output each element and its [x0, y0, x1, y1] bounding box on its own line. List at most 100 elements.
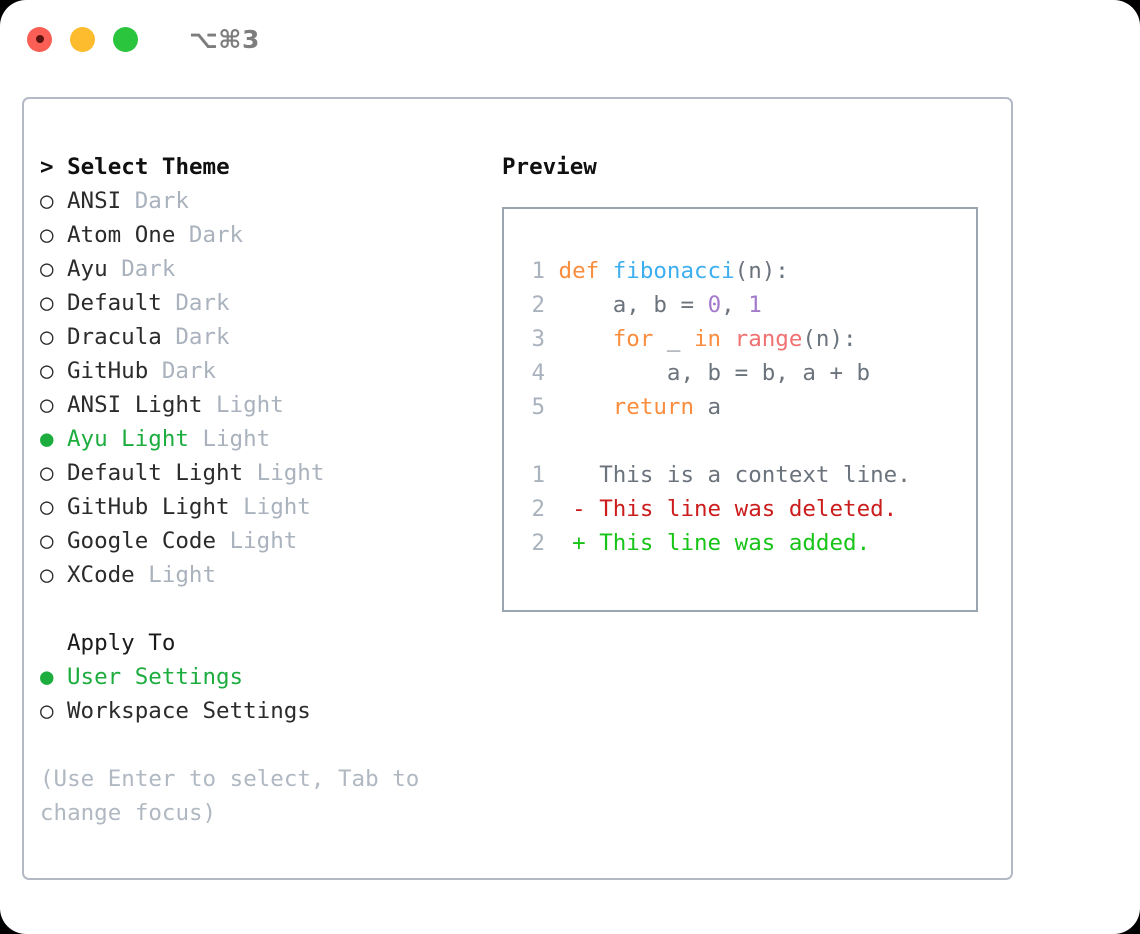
maximize-button[interactable] — [113, 26, 138, 52]
theme-option-label: Default — [67, 290, 162, 316]
theme-variant-label: Light — [229, 528, 298, 554]
theme-option-github-light[interactable]: ○GitHub Light Light — [40, 490, 470, 524]
theme-option-label: Atom One — [67, 222, 176, 248]
radio-unselected-icon: ○ — [40, 256, 54, 282]
theme-option-google-code[interactable]: ○Google Code Light — [40, 524, 470, 558]
theme-option-dracula[interactable]: ○ Dracula Dark — [40, 320, 470, 354]
theme-variant-label: Dark — [188, 222, 244, 248]
preview-gap — [517, 424, 976, 458]
theme-variant-label: Light — [243, 494, 311, 520]
diff-sign-gap — [586, 496, 600, 522]
diff-sign: - — [572, 496, 586, 522]
gutter-gap — [545, 462, 572, 488]
theme-option-default-light[interactable]: ○Default Light Light — [40, 456, 470, 490]
code-token: fibonacci — [612, 258, 735, 284]
theme-option-atom-one[interactable]: ○ Atom One Dark — [40, 218, 470, 252]
diff-text: This is a context line. — [599, 462, 911, 488]
select-theme-heading: > Select Theme — [40, 154, 230, 180]
minimize-button[interactable] — [70, 26, 95, 52]
label-separator — [216, 528, 230, 554]
code-token — [559, 326, 613, 352]
line-number: 5 — [531, 394, 545, 420]
theme-option-ayu[interactable]: ○ Ayu Dark — [40, 252, 470, 286]
apply-to-list: ●User Settings ○ Workspace Settings — [40, 660, 470, 728]
radio-unselected-icon: ○ — [40, 222, 54, 248]
radio-unselected-icon: ○ — [40, 358, 54, 384]
theme-variant-label: Dark — [175, 324, 230, 350]
radio-selected-icon: ● — [40, 426, 54, 452]
label-separator — [162, 324, 176, 350]
theme-option-label: ANSI Light — [67, 392, 203, 418]
keyboard-hint-text: (Use Enter to select, Tab to change focu… — [40, 766, 420, 826]
code-token: return — [612, 394, 695, 420]
line-number: 1 — [531, 258, 545, 284]
diff-preview: 1 This is a context line.2 - This line w… — [517, 458, 976, 560]
label-separator — [175, 222, 189, 248]
line-number: 2 — [531, 496, 545, 522]
diff-sign-gap — [586, 462, 600, 488]
code-token: a — [694, 394, 722, 420]
line-number: 4 — [531, 360, 545, 386]
theme-option-ansi-light[interactable]: ○ANSI Light Light — [40, 388, 470, 422]
theme-variant-label: Dark — [121, 256, 176, 282]
theme-option-label: Dracula — [67, 324, 162, 350]
apply-to-option-label: Workspace Settings — [67, 698, 311, 724]
gutter-gap — [545, 360, 559, 386]
code-token: (n): — [802, 326, 857, 352]
radio-unselected-icon: ○ — [40, 460, 54, 486]
code-line: 5 return a — [517, 390, 976, 424]
diff-sign — [572, 462, 586, 488]
preview-heading: Preview — [502, 154, 597, 180]
code-token — [599, 258, 613, 284]
radio-unselected-icon: ○ — [40, 698, 54, 724]
theme-option-label: GitHub Light — [67, 494, 230, 520]
list-spacer — [40, 592, 470, 626]
theme-variant-label: Light — [202, 426, 271, 452]
code-line: 1 def fibonacci(n): — [517, 254, 976, 288]
code-token: range — [734, 326, 803, 352]
label-separator — [230, 494, 244, 520]
title-bar: ⌥⌘3 — [0, 0, 1140, 78]
apply-to-heading: Apply To — [67, 630, 176, 656]
theme-option-label: ANSI — [67, 188, 122, 214]
close-button[interactable] — [27, 26, 52, 52]
diff-text: This line was deleted. — [599, 496, 898, 522]
code-token: def — [558, 258, 600, 284]
diff-sign: + — [572, 530, 586, 556]
code-token: a, b = — [558, 292, 708, 318]
theme-option-xcode[interactable]: ○XCode Light — [40, 558, 470, 592]
label-separator — [243, 460, 257, 486]
theme-list: ○ANSI Dark○Atom One Dark○Ayu Dark○Defaul… — [40, 184, 470, 592]
radio-unselected-icon: ○ — [40, 562, 54, 588]
radio-unselected-icon: ○ — [40, 324, 54, 350]
theme-option-default[interactable]: ○Default Dark — [40, 286, 470, 320]
code-token — [721, 326, 735, 352]
theme-option-ayu-light[interactable]: ● Ayu Light Light — [40, 422, 470, 456]
preview-column: Preview 1 def fibonacci(n):2 a, b = 0, 1… — [502, 150, 1002, 612]
diff-line-del: 2 - This line was deleted. — [517, 492, 976, 526]
theme-variant-label: Light — [216, 392, 284, 418]
label-separator — [108, 256, 122, 282]
apply-to-option-user-settings[interactable]: ●User Settings — [40, 660, 470, 694]
line-number: 2 — [531, 292, 545, 318]
code-token — [559, 394, 613, 420]
code-token: (n): — [734, 258, 789, 284]
theme-option-ansi[interactable]: ○ANSI Dark — [40, 184, 470, 218]
theme-variant-label: Dark — [134, 188, 189, 214]
code-line: 2 a, b = 0, 1 — [517, 288, 976, 322]
label-separator — [135, 562, 149, 588]
apply-to-option-workspace-settings[interactable]: ○ Workspace Settings — [40, 694, 470, 728]
theme-option-github[interactable]: ○GitHub Dark — [40, 354, 470, 388]
keyboard-shortcut-label: ⌥⌘3 — [189, 24, 260, 54]
main-panel: > Select Theme ○ANSI Dark○Atom One Dark○… — [22, 97, 1013, 880]
gutter-gap — [545, 326, 559, 352]
theme-option-label: Ayu — [67, 256, 108, 282]
line-number: 2 — [531, 530, 545, 556]
theme-option-label: Ayu Light — [67, 426, 189, 452]
radio-selected-icon: ● — [40, 664, 54, 690]
theme-selection-column: > Select Theme ○ANSI Dark○Atom One Dark○… — [40, 150, 470, 830]
code-token: a, b = b, a + b — [558, 360, 871, 386]
code-token: for — [612, 326, 654, 352]
diff-line-add: 2 + This line was added. — [517, 526, 976, 560]
